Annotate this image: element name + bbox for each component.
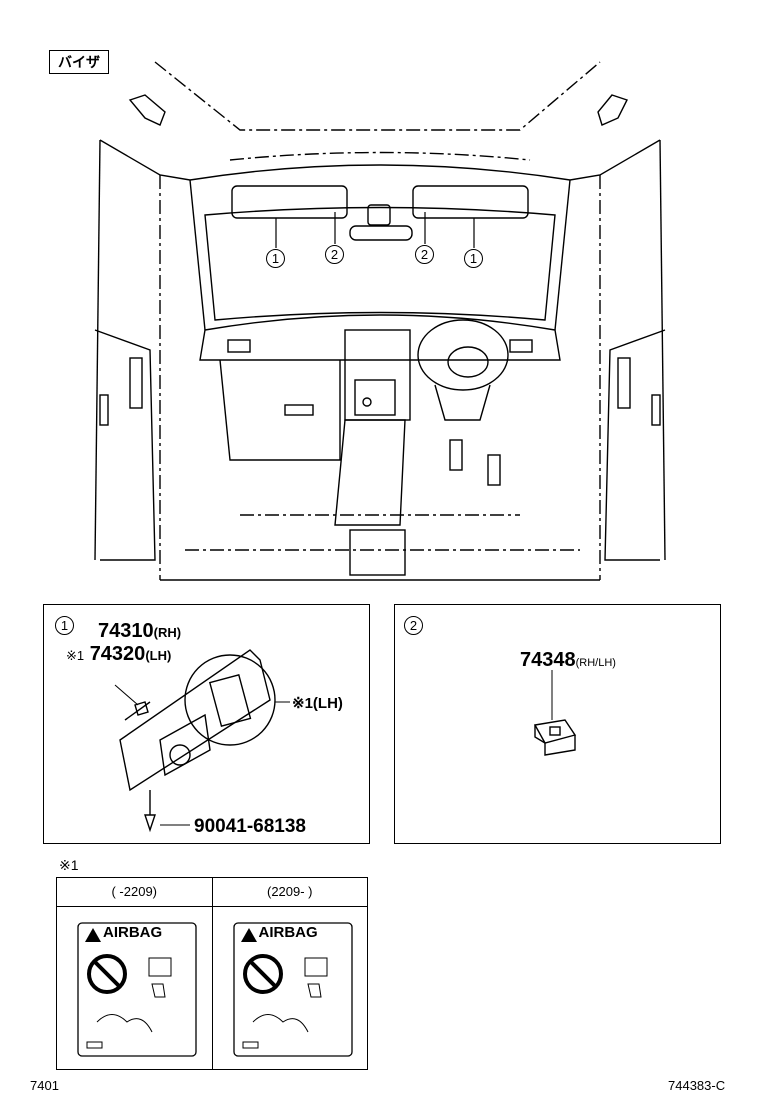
airbag-text-2: AIRBAG: [258, 924, 318, 941]
panel-visor-holder: [394, 604, 721, 844]
label-cell-1: AIRBAG: [56, 906, 213, 1070]
label-cell-2: AIRBAG: [211, 906, 368, 1070]
part-number-holder: 74348(RH/LH): [520, 649, 616, 672]
airbag-label-1: [77, 922, 197, 1057]
col2-header: (2209- ): [211, 877, 368, 907]
vehicle-interior-drawing: [94, 61, 666, 581]
airbag-label-table: ( -2209) (2209- ) AIRBAG: [56, 877, 368, 1070]
footer-left: 7401: [30, 1078, 59, 1093]
sun-visor-drawing: [114, 649, 290, 833]
callout-2-left: 2: [325, 245, 344, 264]
part-holder: 74348: [520, 649, 576, 671]
visor-holder-drawing: [533, 670, 577, 756]
note-mark-table: ※1: [59, 857, 79, 873]
footer-right: 744383-C: [668, 1078, 726, 1093]
part-rh-suffix: (RH): [153, 625, 182, 640]
section-title: バイザ: [49, 50, 109, 74]
screw-part-number: 90041-68138: [194, 816, 306, 837]
panel2-index: 2: [404, 616, 423, 635]
part-rh: 74310: [98, 620, 154, 642]
part-holder-suffix: (RH/LH): [575, 657, 616, 669]
part-lh: 74320: [89, 643, 146, 665]
airbag-label-2: [232, 922, 353, 1057]
part-number-rh: 74310(RH): [98, 620, 181, 643]
panel-sun-visor: [43, 604, 370, 844]
col1-header: ( -2209): [56, 877, 213, 907]
callout-2-right: 2: [415, 245, 434, 264]
callout-1-right: 1: [464, 249, 483, 268]
note-mark: ※1: [66, 648, 85, 663]
note-lh: ※1(LH): [292, 695, 343, 712]
part-number-lh: ※1 74320(LH): [66, 643, 171, 666]
panel1-index: 1: [55, 616, 74, 635]
airbag-text-1: AIRBAG: [103, 924, 163, 941]
callout-1-left: 1: [266, 249, 285, 268]
part-lh-suffix: (LH): [145, 648, 172, 663]
